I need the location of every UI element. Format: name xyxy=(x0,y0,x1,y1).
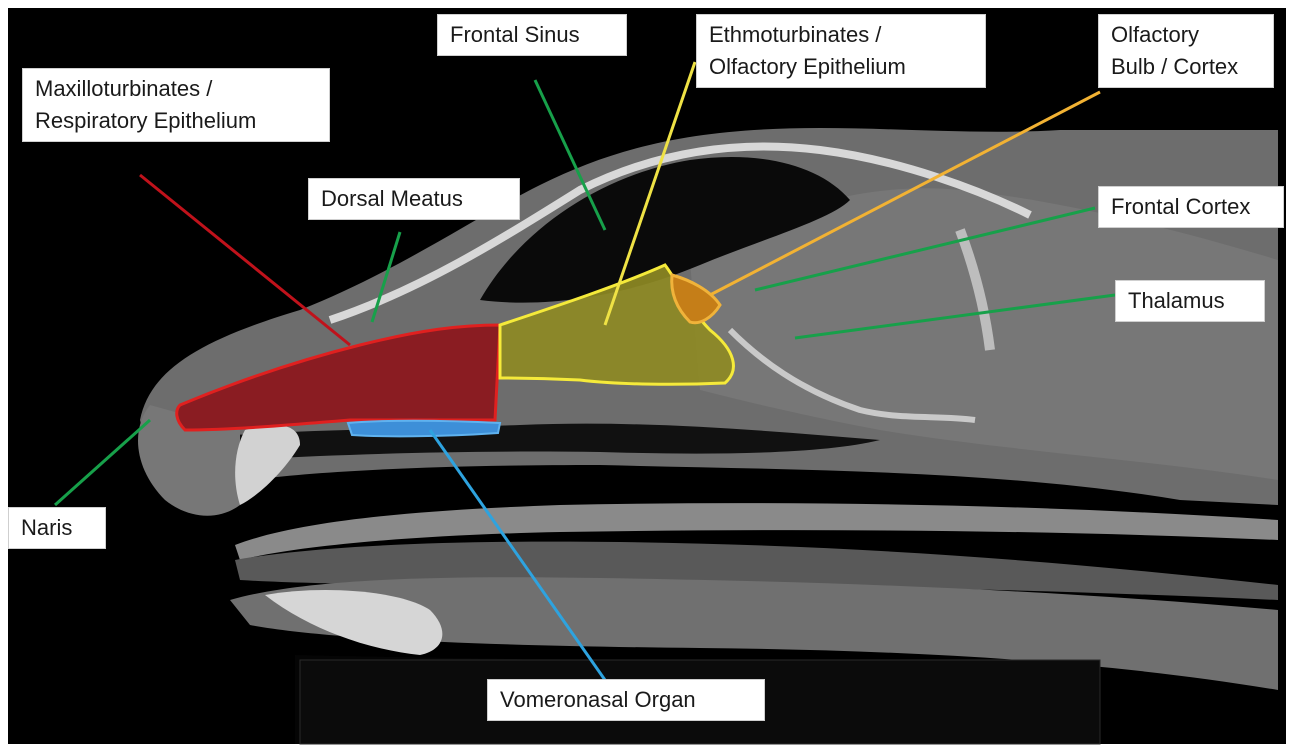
label-thalamus: Thalamus xyxy=(1115,280,1265,322)
label-maxilloturbinates: Maxilloturbinates / Respiratory Epitheli… xyxy=(22,68,330,142)
label-olfactory-bulb-line1: Olfactory xyxy=(1111,19,1261,51)
label-ethmoturbinates: Ethmoturbinates / Olfactory Epithelium xyxy=(696,14,986,88)
label-thalamus-text: Thalamus xyxy=(1128,285,1252,317)
label-frontal-sinus-text: Frontal Sinus xyxy=(450,19,614,51)
label-maxilloturbinates-line1: Maxilloturbinates / xyxy=(35,73,317,105)
label-dorsal-meatus: Dorsal Meatus xyxy=(308,178,520,220)
label-frontal-cortex: Frontal Cortex xyxy=(1098,186,1284,228)
label-maxilloturbinates-line2: Respiratory Epithelium xyxy=(35,105,317,137)
label-olfactory-bulb: Olfactory Bulb / Cortex xyxy=(1098,14,1274,88)
label-vomeronasal: Vomeronasal Organ xyxy=(487,679,765,721)
label-frontal-cortex-text: Frontal Cortex xyxy=(1111,191,1271,223)
label-naris: Naris xyxy=(8,507,106,549)
label-ethmoturbinates-line2: Olfactory Epithelium xyxy=(709,51,973,83)
label-ethmoturbinates-line1: Ethmoturbinates / xyxy=(709,19,973,51)
label-dorsal-meatus-text: Dorsal Meatus xyxy=(321,183,507,215)
label-frontal-sinus: Frontal Sinus xyxy=(437,14,627,56)
label-olfactory-bulb-line2: Bulb / Cortex xyxy=(1111,51,1261,83)
label-vomeronasal-text: Vomeronasal Organ xyxy=(500,684,752,716)
vomeronasal-organ-region xyxy=(348,421,500,437)
label-naris-text: Naris xyxy=(21,512,93,544)
